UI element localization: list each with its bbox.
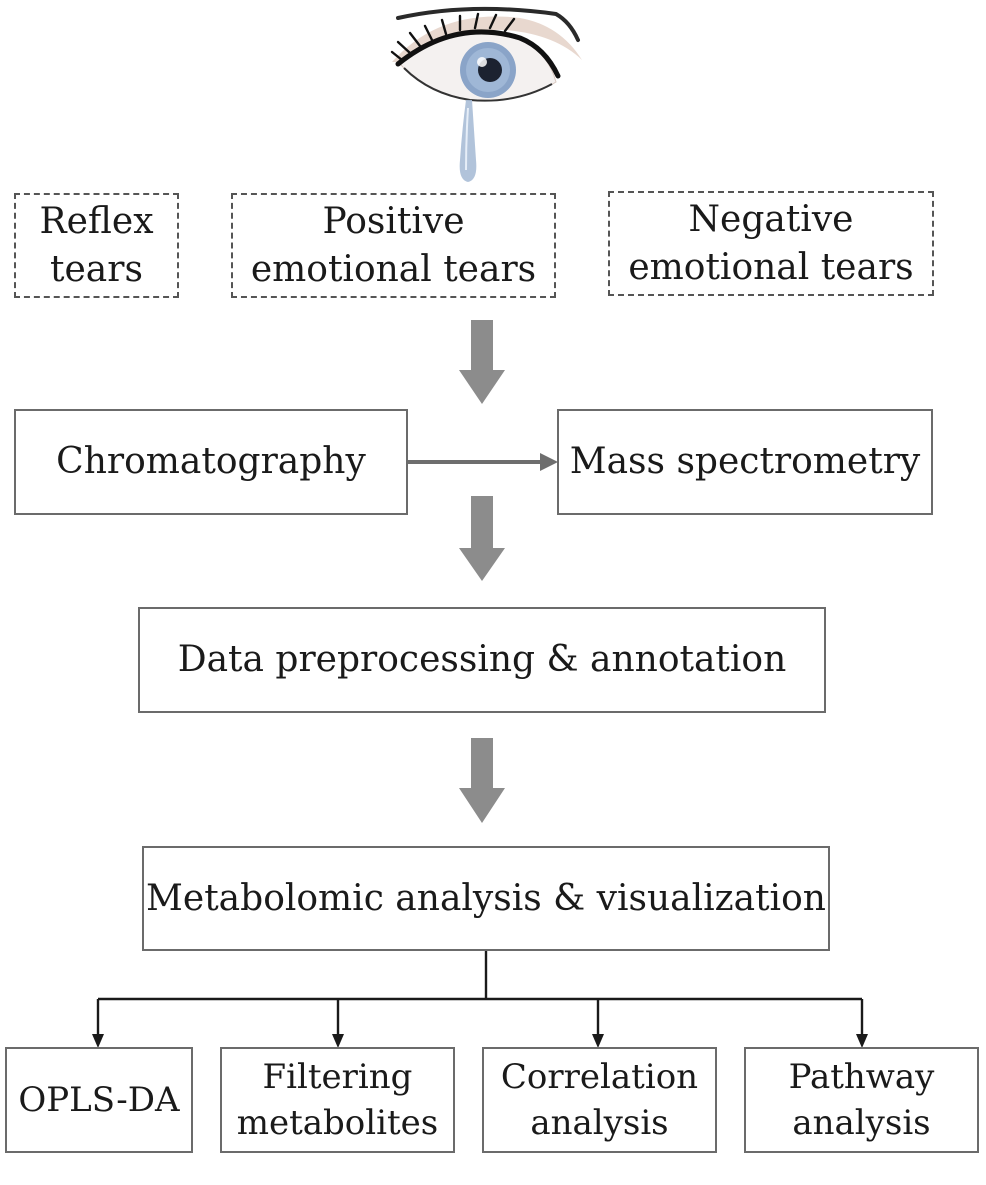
data-preprocessing-box: Data preprocessing & annotation — [138, 607, 826, 713]
reflex-tears-line-2: tears — [50, 248, 143, 290]
positive-emotional-tears-box: Positive emotional tears — [231, 193, 556, 298]
negative-tears-line-1: Negative — [688, 198, 854, 240]
chromatography-box: Chromatography — [14, 409, 408, 515]
pathway-line-2: analysis — [792, 1103, 931, 1143]
pathway-analysis-box: Pathway analysis — [744, 1047, 979, 1153]
down-arrow-2 — [459, 496, 505, 581]
down-arrow-1 — [459, 320, 505, 404]
correlation-analysis-box: Correlation analysis — [482, 1047, 717, 1153]
correlation-line-2: analysis — [530, 1103, 669, 1143]
pathway-line-1: Pathway — [788, 1057, 935, 1097]
correlation-line-1: Correlation — [500, 1057, 699, 1097]
mass-spectrometry-box: Mass spectrometry — [557, 409, 933, 515]
chromatography-label: Chromatography — [56, 441, 366, 482]
analysis-tree-connector — [96, 950, 864, 1036]
opls-da-box: OPLS-DA — [5, 1047, 193, 1153]
crying-eye-icon — [390, 6, 582, 182]
opls-da-label: OPLS-DA — [18, 1080, 180, 1120]
negative-tears-line-2: emotional tears — [628, 246, 914, 288]
mass-spectrometry-label: Mass spectrometry — [569, 441, 921, 482]
data-preprocessing-label: Data preprocessing & annotation — [177, 639, 787, 680]
down-arrow-3 — [459, 738, 505, 823]
big-down-arrows — [459, 320, 505, 823]
filtering-metabolites-box: Filtering metabolites — [220, 1047, 455, 1153]
filtering-line-1: Filtering — [262, 1057, 413, 1097]
positive-tears-line-2: emotional tears — [250, 248, 537, 290]
positive-tears-line-1: Positive — [322, 200, 465, 242]
metabolomic-analysis-box: Metabolomic analysis & visualization — [142, 846, 830, 951]
filtering-line-2: metabolites — [236, 1103, 439, 1143]
negative-emotional-tears-box: Negative emotional tears — [608, 191, 934, 296]
metabolomic-analysis-label: Metabolomic analysis & visualization — [146, 877, 826, 919]
reflex-tears-line-1: Reflex — [39, 200, 154, 242]
reflex-tears-box: Reflex tears — [14, 193, 179, 298]
